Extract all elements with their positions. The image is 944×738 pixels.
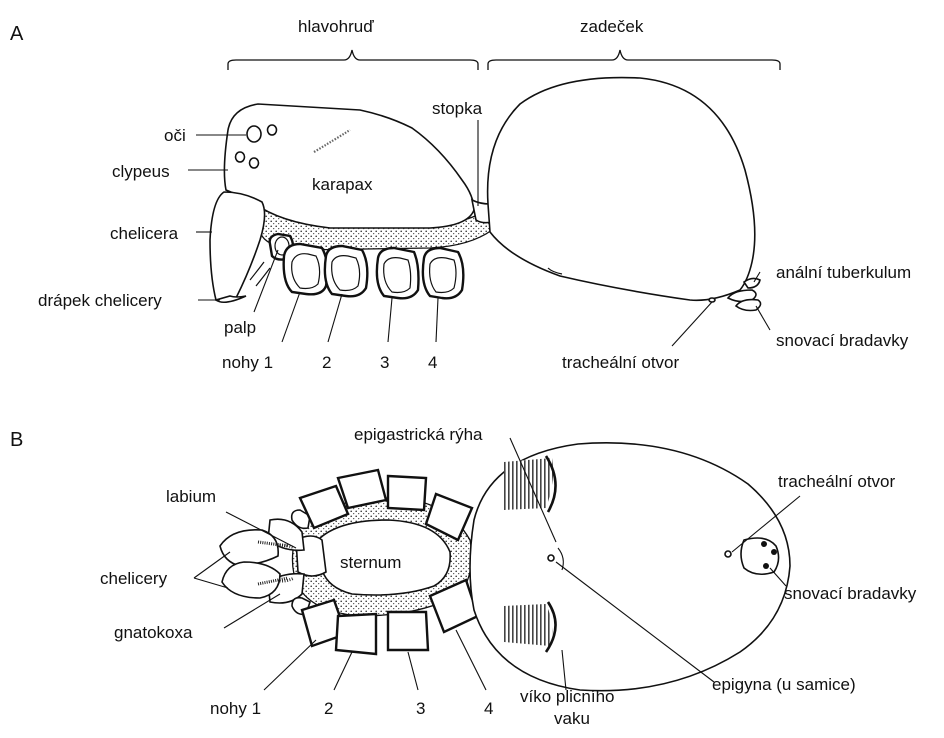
chelicera-ventral	[220, 530, 278, 566]
leg-2-label-b: 2	[324, 699, 333, 718]
abdomen-label: zadeček	[580, 17, 644, 36]
spinneret-field	[741, 538, 779, 574]
leg-coxa	[336, 614, 376, 654]
gnathocoxa-label: gnatokoxa	[114, 623, 193, 642]
leg-coxa	[338, 470, 386, 508]
panel-b-letter: B	[10, 429, 23, 451]
cheliceral-fang-label: drápek chelicery	[38, 291, 162, 310]
eye	[247, 126, 261, 142]
eye	[236, 152, 245, 162]
tracheal-opening-lateral	[709, 298, 715, 302]
spinnerets-label-a: snovací bradavky	[776, 331, 909, 350]
leg-3-coxa	[377, 248, 419, 298]
carapace-label: karapax	[312, 175, 373, 194]
leg-1-coxa	[284, 244, 328, 294]
book-lung-cover-label-line1: víko plicního	[520, 687, 615, 706]
book-lung-lower	[504, 604, 552, 646]
book-lung-cover-label-line2: vaku	[554, 709, 590, 728]
labium-label: labium	[166, 487, 216, 506]
chelicera-label: chelicera	[110, 224, 179, 243]
clypeus-label: clypeus	[112, 162, 170, 181]
tracheal-opening-ventral	[725, 551, 731, 557]
chelicera-lateral	[210, 192, 265, 300]
anal-tubercle-label: anální tuberkulum	[776, 263, 911, 282]
epigyne	[548, 555, 554, 561]
cephalothorax-brace	[228, 50, 478, 70]
abdomen-lateral	[488, 78, 755, 301]
palp-label: palp	[224, 318, 256, 337]
leg-coxa	[388, 612, 428, 650]
leg-3-label: 3	[380, 353, 389, 372]
chelicerae-label: chelicery	[100, 569, 168, 588]
leg-coxa	[388, 476, 426, 510]
leg-2-label: 2	[322, 353, 331, 372]
leg-3-label-b: 3	[416, 699, 425, 718]
eye	[268, 125, 277, 135]
legs-1-label-b: nohy 1	[210, 699, 261, 718]
leg-4-label: 4	[428, 353, 437, 372]
legs-1-label: nohy 1	[222, 353, 273, 372]
leg-4-coxa	[423, 248, 463, 298]
sternum-label: sternum	[340, 553, 401, 572]
book-lung-upper	[504, 458, 553, 510]
panel-a-lateral-view: A hlavohruď zadeček	[10, 17, 911, 372]
anal-tubercle	[744, 278, 760, 288]
panel-a-letter: A	[10, 23, 24, 45]
spinnerets-label-b: snovací bradavky	[784, 584, 917, 603]
eye	[250, 158, 259, 168]
leg-4-label-b: 4	[484, 699, 493, 718]
abdomen-brace	[488, 50, 780, 70]
tracheal-opening-label-a: tracheální otvor	[562, 353, 680, 372]
epigyne-label: epigyna (u samice)	[712, 675, 856, 694]
eyes-label: oči	[164, 126, 186, 145]
panel-b-ventral-view: B sternum	[10, 425, 917, 728]
pedicel-label: stopka	[432, 99, 483, 118]
epigastric-furrow-label: epigastrická rýha	[354, 425, 483, 444]
tracheal-opening-label-b: tracheální otvor	[778, 472, 896, 491]
cephalothorax-label: hlavohruď	[298, 17, 374, 36]
